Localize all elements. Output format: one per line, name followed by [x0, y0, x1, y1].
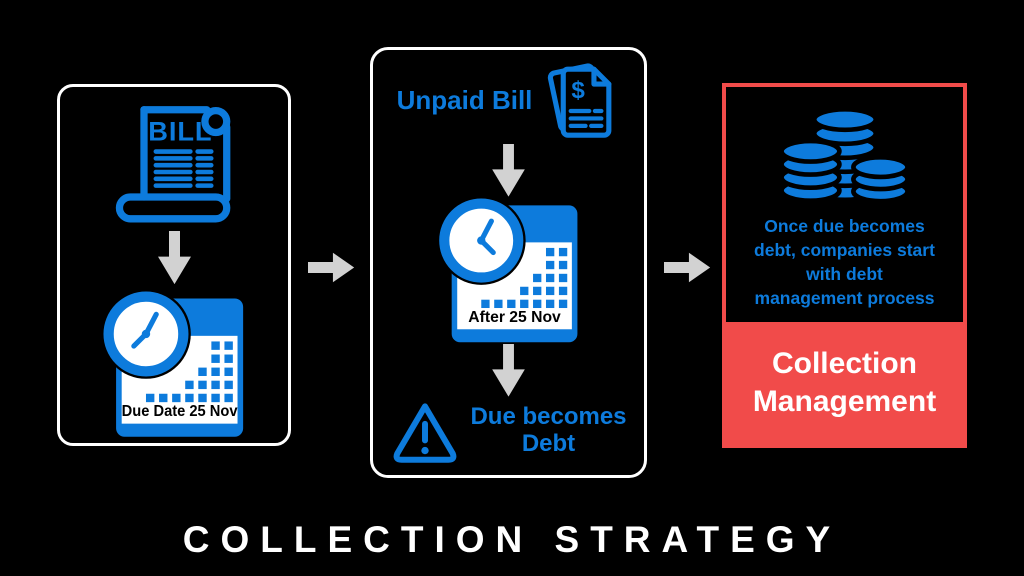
- dollar-sign: $: [572, 77, 586, 104]
- calendar-date-label: After 25 Nov: [468, 309, 561, 326]
- description-line: Once due becomes: [764, 215, 925, 236]
- warning-triangle-icon: [394, 402, 457, 463]
- right-arrow-icon: [308, 252, 355, 283]
- right-arrow-icon: [664, 252, 711, 283]
- calendar-clock-icon: After 25 Nov: [437, 198, 577, 343]
- debt-management-section: Once due becomes debt, companies start w…: [726, 87, 963, 322]
- description-line: management process: [754, 287, 935, 308]
- unpaid-bill-panel: Unpaid Bill $ After 25 Nov: [370, 47, 647, 478]
- down-arrow-icon: [492, 143, 525, 197]
- dollar-bills-icon: $: [548, 63, 612, 138]
- collection-management-banner: Collection Management: [726, 322, 963, 444]
- description-line: debt, companies start: [754, 239, 935, 260]
- due-becomes-debt-label: Due becomes Debt: [470, 403, 627, 457]
- bill-panel: BILL Due Date 25 Nov: [57, 84, 291, 446]
- unpaid-bill-header: Unpaid Bill $: [397, 58, 621, 144]
- warning-line: Debt: [521, 429, 576, 457]
- page-title: COLLECTION STRATEGY: [182, 519, 842, 560]
- debt-management-description: Once due becomes debt, companies start w…: [754, 214, 935, 311]
- banner-line: Management: [752, 385, 937, 418]
- warning-line: Due becomes: [470, 403, 627, 431]
- due-becomes-debt-row: Due becomes Debt: [390, 399, 627, 463]
- down-arrow-icon: [492, 344, 525, 397]
- down-arrow-icon: [157, 231, 191, 285]
- banner-line: Collection: [771, 346, 917, 380]
- calendar-date-label: Due Date 25 Nov: [122, 404, 238, 421]
- description-line: with debt: [806, 263, 883, 284]
- bill-scroll-icon: BILL: [115, 106, 231, 223]
- unpaid-bill-heading: Unpaid Bill: [396, 85, 533, 116]
- collection-panel: Once due becomes debt, companies start w…: [722, 83, 967, 448]
- bill-icon-label: BILL: [148, 116, 212, 147]
- coin-stacks-icon: [778, 106, 910, 204]
- calendar-clock-icon: Due Date 25 Nov: [103, 291, 244, 438]
